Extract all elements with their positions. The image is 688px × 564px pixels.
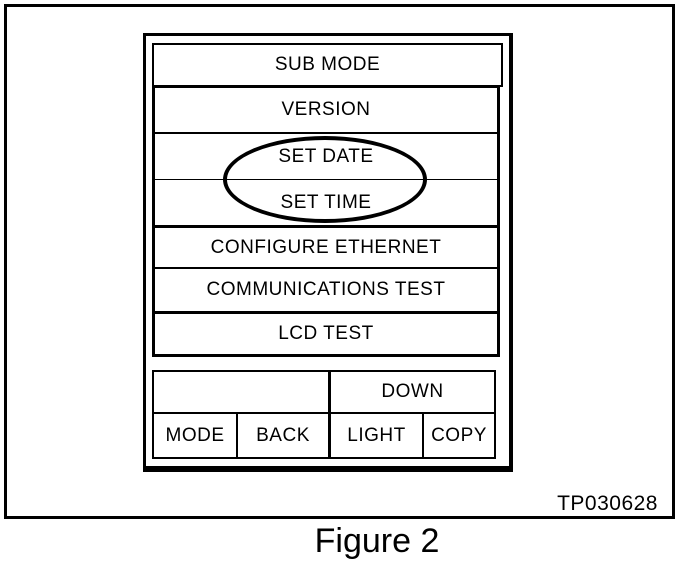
menu-item-communications-test: COMMUNICATIONS TEST	[155, 269, 497, 314]
figure-ref-code: TP030628	[557, 492, 658, 515]
menu-item-set-time: SET TIME	[155, 180, 497, 228]
menu-item-lcd-test: LCD TEST	[278, 323, 374, 344]
nav-cell-down: DOWN	[328, 372, 494, 412]
nav-button-bar: DOWN MODE BACK LIGHT COPY	[152, 370, 496, 459]
figure-frame: SUB MODE VERSION SET DATE SET TIME CONFI…	[4, 4, 675, 519]
button-light: LIGHT	[328, 412, 422, 457]
menu-item-configure-ethernet: CONFIGURE ETHERNET	[155, 228, 497, 269]
button-back: BACK	[236, 412, 328, 457]
submode-header: SUB MODE	[152, 43, 503, 87]
button-copy: COPY	[422, 412, 494, 457]
button-mode: MODE	[154, 412, 236, 457]
menu-item-version: VERSION	[155, 88, 497, 134]
menu-item-set-date: SET DATE	[155, 134, 497, 180]
menu-list: VERSION SET DATE SET TIME CONFIGURE ETHE…	[152, 85, 500, 357]
nav-cell-empty	[154, 372, 328, 412]
figure-caption: Figure 2	[314, 522, 440, 560]
